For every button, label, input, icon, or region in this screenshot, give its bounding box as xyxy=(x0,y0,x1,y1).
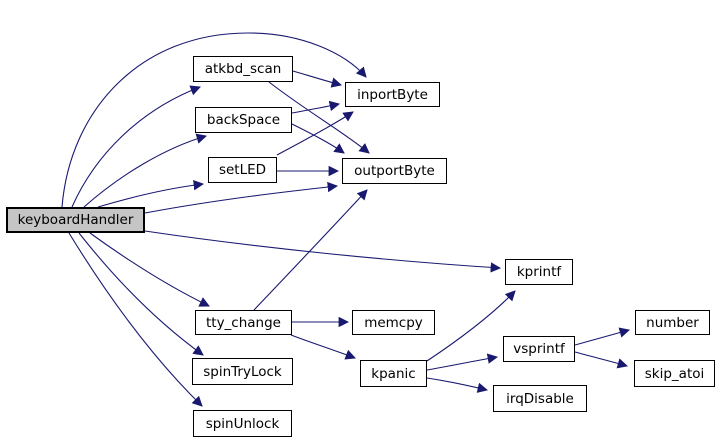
edge-keyboardHandler-to-kprintf xyxy=(144,230,502,273)
node-backSpace[interactable]: backSpace xyxy=(195,107,292,133)
edge-tty_change-to-kpanic xyxy=(290,334,356,360)
node-spinUnlock[interactable]: spinUnlock xyxy=(193,410,292,437)
node-irqDisable[interactable]: irqDisable xyxy=(493,385,587,412)
node-setLED[interactable]: setLED xyxy=(208,157,277,183)
node-skip_atoi[interactable]: skip_atoi xyxy=(634,360,715,387)
edge-backSpace-to-inportByte xyxy=(291,100,341,114)
node-atkbd_scan[interactable]: atkbd_scan xyxy=(193,56,293,82)
edge-vsprintf-to-number xyxy=(574,327,631,346)
edge-kpanic-to-kprintf xyxy=(426,290,516,362)
node-number[interactable]: number xyxy=(635,310,710,335)
edge-keyboardHandler-to-spinUnlock xyxy=(68,232,203,407)
node-keyboardHandler: keyboardHandler xyxy=(6,207,145,233)
node-kpanic[interactable]: kpanic xyxy=(360,360,427,387)
edge-keyboardHandler-to-tty_change xyxy=(89,232,210,307)
node-memcpy[interactable]: memcpy xyxy=(352,310,435,335)
edge-keyboardHandler-to-spinTryLock xyxy=(78,232,204,356)
node-tty_change[interactable]: tty_change xyxy=(195,310,292,335)
edge-tty_change-to-outportByte xyxy=(253,189,368,311)
edge-kpanic-to-vsprintf xyxy=(426,353,499,371)
edge-backSpace-to-outportByte xyxy=(291,123,345,154)
edge-keyboardHandler-to-setLED xyxy=(97,179,205,208)
node-outportByte[interactable]: outportByte xyxy=(342,158,447,184)
edge-kpanic-to-irqDisable xyxy=(426,377,489,393)
edge-vsprintf-to-skip_atoi xyxy=(574,351,629,369)
node-vsprintf[interactable]: vsprintf xyxy=(503,336,575,362)
node-inportByte[interactable]: inportByte xyxy=(345,82,440,107)
edge-keyboardHandler-to-outportByte xyxy=(144,181,339,214)
edge-atkbd_scan-to-inportByte xyxy=(292,70,343,88)
edge-keyboardHandler-to-atkbd_scan xyxy=(71,85,201,208)
edge-atkbd_scan-to-outportByte xyxy=(268,81,370,154)
node-spinTryLock[interactable]: spinTryLock xyxy=(192,358,293,385)
edge-keyboardHandler-to-backSpace xyxy=(83,133,208,208)
edge-keyboardHandler-to-inportByte xyxy=(61,32,367,208)
edge-setLED-to-inportByte xyxy=(276,111,354,156)
node-kprintf[interactable]: kprintf xyxy=(505,259,573,285)
